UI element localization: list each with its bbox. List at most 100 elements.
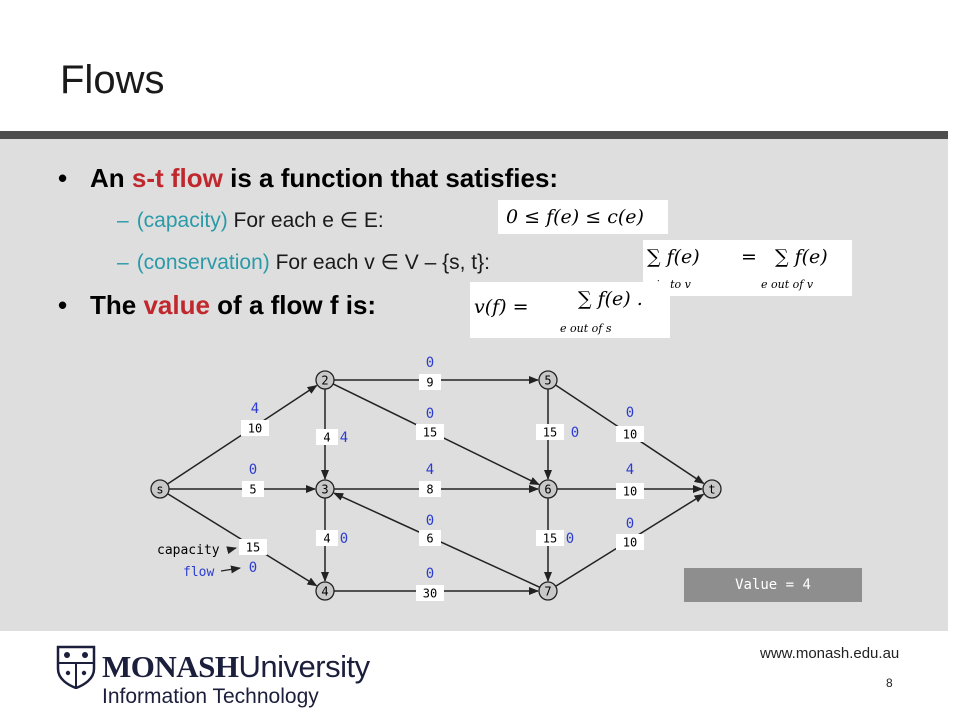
sub2-text: For each v ∈ V – {s, t}: xyxy=(269,251,490,274)
node-6 xyxy=(538,479,558,499)
edge-flow-label: 4 xyxy=(426,462,434,478)
node-t xyxy=(702,479,722,499)
edge-flow-label: 0 xyxy=(426,406,434,422)
formula-capacity: 0 ≤ f(e) ≤ c(e) xyxy=(498,200,668,234)
node-label: 6 xyxy=(544,483,551,497)
capacity-box xyxy=(536,424,564,440)
bullet-glyph: • xyxy=(58,163,68,193)
sub1-dash: – xyxy=(117,209,129,232)
edge-capacity-label: 15 xyxy=(543,532,557,546)
edge-flow-label: 0 xyxy=(249,560,257,576)
edge-capacity-label: 4 xyxy=(323,431,330,445)
bullet2-pre: The xyxy=(90,290,144,320)
edge-capacity-label: 10 xyxy=(623,485,637,499)
sub1-text: For each e ∈ E: xyxy=(227,209,384,232)
content-panel xyxy=(0,131,948,631)
capacity-box xyxy=(242,481,264,497)
legend-capacity-arrow xyxy=(226,546,237,555)
node-label: 7 xyxy=(544,585,551,599)
formula-conservation: ∑ f(e) e in to v = ∑ f(e) e out of v xyxy=(643,240,852,296)
title-divider xyxy=(0,131,948,139)
bullet2-term: value xyxy=(143,290,210,320)
logo-wordmark: MONASHUniversity xyxy=(102,649,370,685)
sub2-label: (conservation) xyxy=(136,251,270,274)
node-4 xyxy=(315,581,335,601)
flow-value-box: Value = 4 xyxy=(684,568,862,602)
formula-value: v(f) = ∑ f(e) . e out of s xyxy=(470,282,670,338)
slide-title: Flows xyxy=(60,58,165,102)
subbullet-capacity: –(capacity) For each e ∈ E: xyxy=(117,208,384,233)
capacity-box xyxy=(419,530,441,546)
sum-in: ∑ f(e) xyxy=(647,246,700,268)
edge-capacity-label: 6 xyxy=(426,532,433,546)
node-3 xyxy=(315,479,335,499)
logo-word-monash: MONASH xyxy=(102,649,239,684)
edge-capacity-label: 10 xyxy=(623,536,637,550)
node-label: s xyxy=(156,483,163,497)
edge-flow-label: 0 xyxy=(626,516,634,532)
node-label: 3 xyxy=(321,483,328,497)
edge-capacity-label: 30 xyxy=(423,587,437,601)
capacity-box xyxy=(316,429,338,445)
edge-flow-label: 0 xyxy=(426,566,434,582)
edge-flow-label: 4 xyxy=(340,430,348,446)
edge-flow-label: 0 xyxy=(249,462,257,478)
value-lhs: v(f) = xyxy=(474,296,529,318)
bullet2-post: of a flow f is: xyxy=(209,290,377,320)
edge-flow-label: 0 xyxy=(626,405,634,421)
edge-capacity-label: 4 xyxy=(323,532,330,546)
capacity-box xyxy=(416,585,444,601)
value-sum: ∑ f(e) . xyxy=(578,288,643,310)
equals-sign: = xyxy=(741,246,757,268)
capacity-box xyxy=(316,530,338,546)
edge-flow-label: 0 xyxy=(426,513,434,529)
subbullet-conservation: –(conservation) For each v ∈ V – {s, t}: xyxy=(117,250,490,275)
capacity-box xyxy=(419,374,441,390)
edge-capacity-label: 5 xyxy=(249,483,256,497)
edge-flow-label: 4 xyxy=(626,462,634,478)
sub2-dash: – xyxy=(117,251,129,274)
legend-flow-label: flow xyxy=(183,565,214,580)
node-label: t xyxy=(708,483,715,497)
bullet-glyph: • xyxy=(58,290,68,320)
bullet-st-flow: •An s-t flow is a function that satisfie… xyxy=(58,163,558,194)
node-7 xyxy=(538,581,558,601)
bullet1-pre: An xyxy=(90,163,132,193)
node-2 xyxy=(315,370,335,390)
edge-flow-label: 0 xyxy=(340,531,348,547)
page-number: 8 xyxy=(886,676,893,690)
sum-out: ∑ f(e) xyxy=(775,246,828,268)
edge-capacity-label: 15 xyxy=(246,541,260,555)
capacity-box xyxy=(536,530,564,546)
node-label: 5 xyxy=(544,374,551,388)
bullet1-term: s-t flow xyxy=(131,163,223,193)
edge-flow-label: 4 xyxy=(251,401,259,417)
legend-flow-arrow xyxy=(220,565,241,574)
sum-out-sub: e out of v xyxy=(761,278,814,291)
capacity-box xyxy=(239,539,267,555)
footer-url[interactable]: www.monash.edu.au xyxy=(760,645,900,662)
legend-capacity-label: capacity xyxy=(157,543,220,558)
capacity-box xyxy=(241,420,269,436)
edge-flow-label: 0 xyxy=(566,531,574,547)
capacity-box xyxy=(416,424,444,440)
edge-capacity-label: 8 xyxy=(426,483,433,497)
edge-flow-label: 0 xyxy=(571,425,579,441)
node-s xyxy=(150,479,170,499)
capacity-box xyxy=(616,426,644,442)
edge-capacity-label: 15 xyxy=(543,426,557,440)
node-label: 2 xyxy=(321,374,328,388)
logo-word-university: University xyxy=(238,649,371,684)
node-label: 4 xyxy=(321,585,328,599)
bullet-flow-value: • The value of a flow f is: xyxy=(58,290,376,321)
capacity-box xyxy=(616,534,644,550)
edge-capacity-label: 9 xyxy=(426,376,433,390)
sub1-label: (capacity) xyxy=(136,209,228,232)
edge-capacity-label: 10 xyxy=(623,428,637,442)
node-5 xyxy=(538,370,558,390)
edge-capacity-label: 15 xyxy=(423,426,437,440)
logo-faculty: Information Technology xyxy=(102,685,319,708)
capacity-box xyxy=(616,483,644,499)
capacity-box xyxy=(419,481,441,497)
